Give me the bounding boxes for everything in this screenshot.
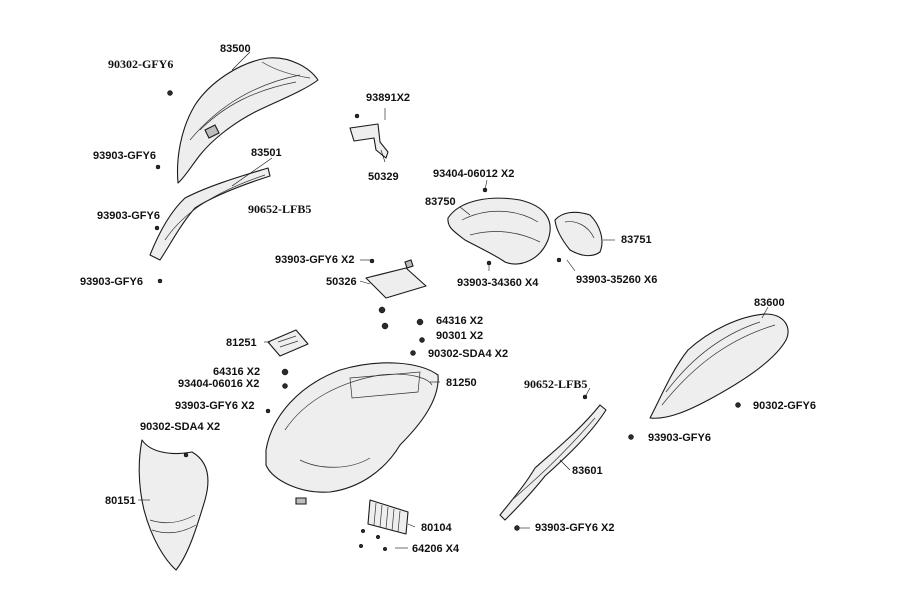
label-90652-lfb5-right: 90652-LFB5: [524, 377, 588, 391]
part-83500-rear-cover: [177, 57, 319, 184]
label-83501: 83501: [251, 147, 282, 159]
part-50326-plate: [365, 259, 427, 299]
label-93903-gfy6-x2-bottom: 93903-GFY6 X2: [535, 522, 615, 534]
label-83500: 83500: [220, 43, 251, 55]
label-90301: 90301 X2: [436, 330, 484, 342]
label-93903-gfy6-right: 93903-GFY6: [648, 432, 711, 444]
label-50326: 50326: [326, 276, 357, 288]
label-93891x2: 93891X2: [366, 92, 411, 104]
label-93903-35260: 93903-35260 X6: [576, 274, 658, 286]
label-83600: 83600: [754, 297, 785, 309]
label-93903-34360: 93903-34360 X4: [457, 277, 539, 289]
label-90652-lfb5-left: 90652-LFB5: [248, 202, 312, 216]
label-80104: 80104: [421, 522, 452, 534]
part-50329-bracket: [349, 123, 389, 159]
label-81250: 81250: [446, 377, 477, 389]
part-80151-inner-panel: [138, 439, 209, 571]
label-64316-right: 64316 X2: [436, 315, 484, 327]
label-93903-gfy6-c: 93903-GFY6: [80, 276, 143, 288]
label-90302-gfy6-top: 90302-GFY6: [108, 57, 174, 71]
label-93404-06012: 93404-06012 X2: [433, 168, 515, 180]
part-81250-helmet-box: [265, 362, 439, 505]
part-81251-cover-lid: [267, 329, 309, 357]
label-83750: 83750: [425, 196, 456, 208]
label-64316-left: 64316 X2: [213, 366, 261, 378]
label-93903-gfy6-x2-left: 93903-GFY6 X2: [175, 400, 255, 412]
part-83601-side-strip: [499, 404, 607, 521]
part-83750-tail-housing: [447, 197, 551, 265]
label-93903-gfy6-a: 93903-GFY6: [93, 150, 156, 162]
fasteners: [154, 90, 741, 552]
part-80104-grille: [367, 499, 409, 535]
label-93903-gfy6-x2-mid: 93903-GFY6 X2: [275, 254, 355, 266]
label-83601: 83601: [572, 465, 603, 477]
part-83751-tail-lens: [554, 211, 603, 257]
label-81251: 81251: [226, 337, 257, 349]
part-83600-side-cover: [649, 313, 789, 419]
label-93404-06016: 93404-06016 X2: [178, 378, 260, 390]
part-83501-rail-strip: [149, 167, 271, 261]
label-90302-gfy6-right: 90302-GFY6: [753, 400, 816, 412]
label-90302-sda4-right: 90302-SDA4 X2: [428, 348, 509, 360]
label-64206: 64206 X4: [412, 543, 460, 555]
leader-lines: [138, 51, 769, 549]
label-93903-gfy6-b: 93903-GFY6: [97, 210, 160, 222]
label-50329: 50329: [368, 171, 399, 183]
label-80151: 80151: [105, 495, 136, 507]
label-83751: 83751: [621, 234, 652, 246]
label-90302-sda4-left: 90302-SDA4 X2: [140, 421, 221, 433]
